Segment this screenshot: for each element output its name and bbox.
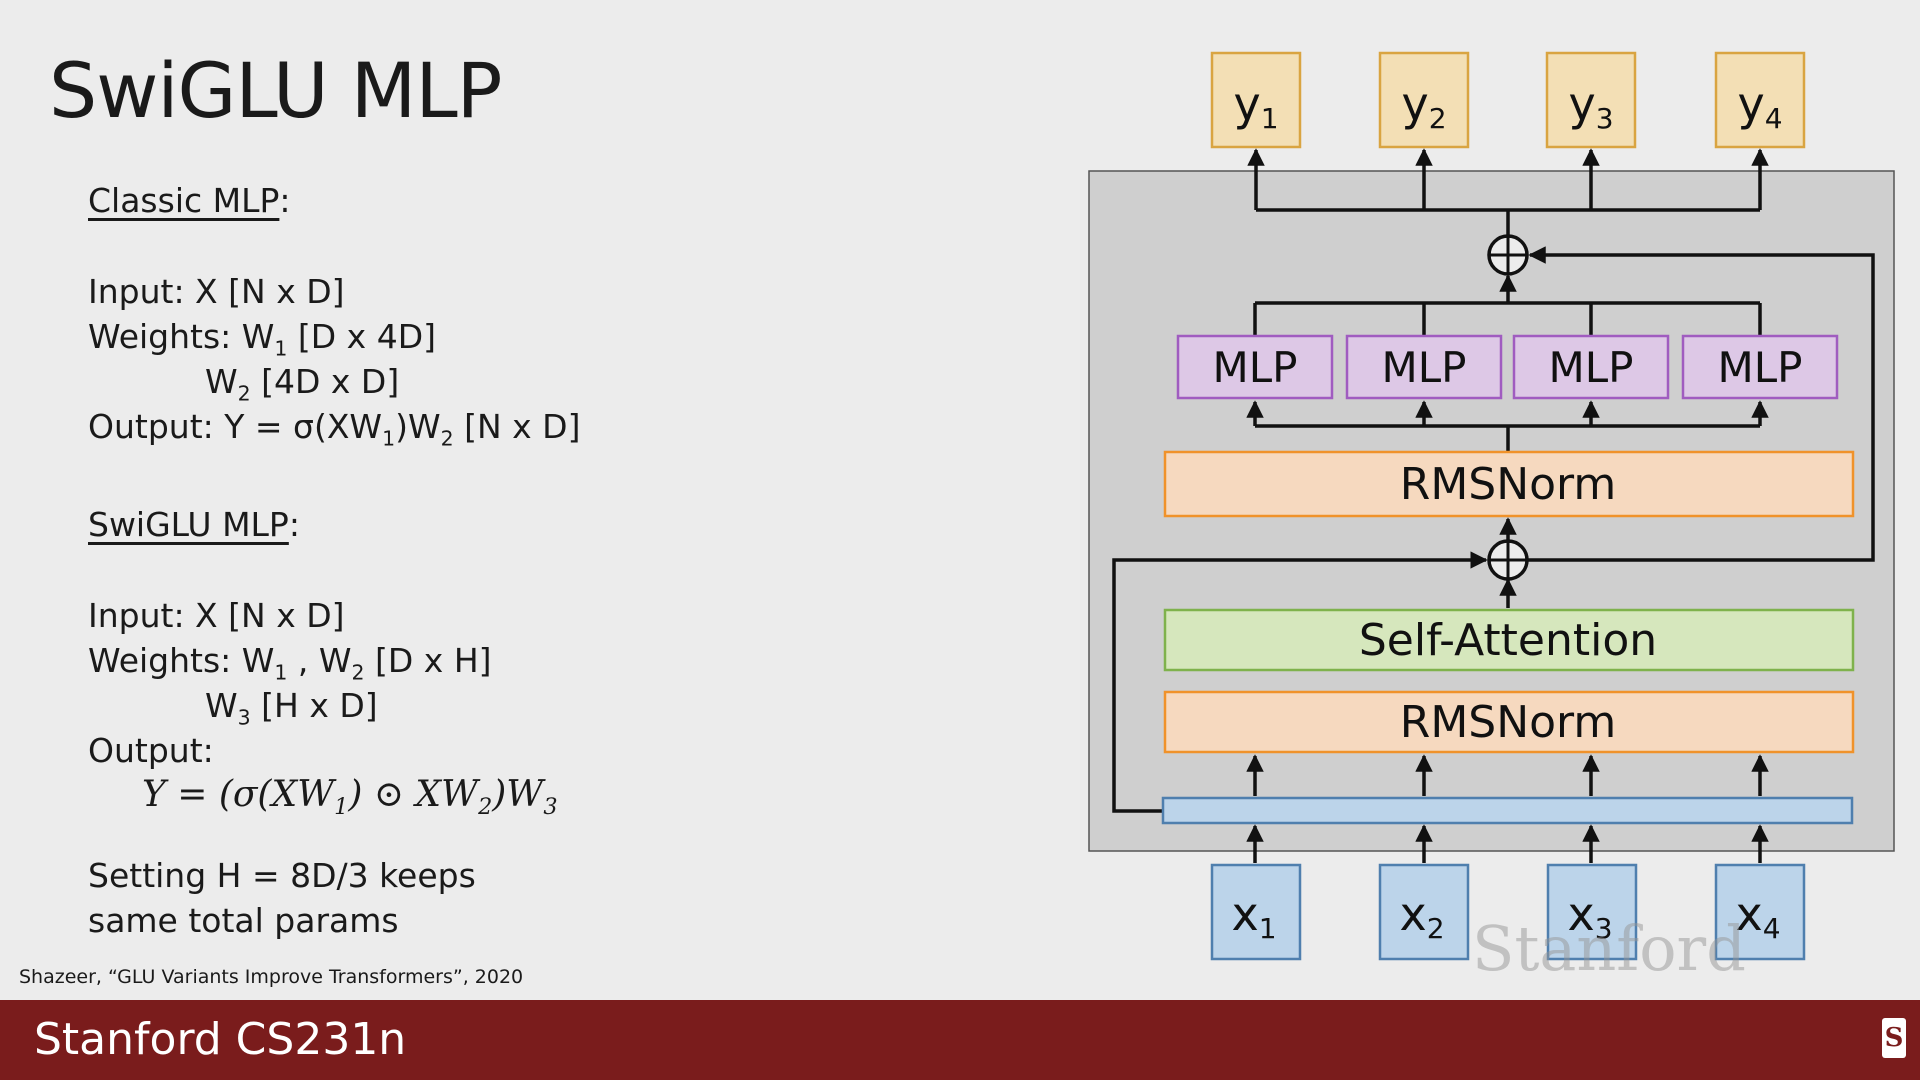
swiglu-mlp-heading-line: SwiGLU MLP:	[88, 505, 300, 544]
svg-text:RMSNorm: RMSNorm	[1400, 697, 1616, 748]
stanford-logo-icon: S	[1882, 1018, 1906, 1058]
swiglu-w3: W3 [H x D]	[205, 686, 378, 730]
svg-text:MLP: MLP	[1382, 343, 1467, 392]
transformer-block-diagram: y1 y2 y3 y4	[1088, 51, 1895, 961]
classic-output: Output: Y = σ(XW1)W2 [N x D]	[88, 407, 581, 451]
output-y2: y2	[1378, 51, 1470, 149]
svg-text:x2: x2	[1399, 887, 1444, 945]
residual-add-top	[1487, 234, 1529, 276]
svg-text:x4: x4	[1735, 887, 1780, 945]
svg-text:y4: y4	[1737, 77, 1782, 135]
swiglu-note-line1: Setting H = 8D/3 keeps	[88, 856, 476, 895]
mlp-box-2: MLP	[1345, 334, 1503, 400]
svg-text:MLP: MLP	[1718, 343, 1803, 392]
classic-mlp-heading-line: Classic MLP:	[88, 181, 291, 220]
output-connections	[1247, 148, 1769, 236]
output-y3: y3	[1545, 51, 1637, 149]
svg-text:x3: x3	[1567, 887, 1612, 945]
footer-bar: Stanford CS231n S	[0, 1000, 1920, 1080]
swiglu-weights: Weights: W1 , W2 [D x H]	[88, 641, 492, 685]
mlp-box-1: MLP	[1176, 334, 1334, 400]
svg-text:x1: x1	[1231, 887, 1276, 945]
mlp-box-3: MLP	[1512, 334, 1670, 400]
output-y4: y4	[1714, 51, 1806, 149]
self-attention: Self-Attention	[1163, 608, 1855, 672]
classic-mlp-heading: Classic MLP	[88, 181, 280, 220]
swiglu-mlp-heading: SwiGLU MLP	[88, 505, 289, 544]
svg-text:y2: y2	[1401, 77, 1446, 135]
citation: Shazeer, “GLU Variants Improve Transform…	[19, 966, 524, 988]
swiglu-formula: Y = (σ(XW1) ⊙ XW2)W3	[142, 774, 558, 821]
stanford-watermark: Stanford	[1472, 912, 1746, 985]
svg-text:Self-Attention: Self-Attention	[1359, 615, 1657, 666]
rmsnorm-top: RMSNorm	[1163, 450, 1855, 518]
svg-text:MLP: MLP	[1213, 343, 1298, 392]
classic-weights: Weights: W1 [D x 4D]	[88, 317, 436, 361]
input-connections	[1246, 754, 1769, 863]
swiglu-output-label: Output:	[88, 731, 214, 770]
input-x1: x1	[1210, 863, 1302, 961]
output-y1: y1	[1210, 51, 1302, 149]
swiglu-input: Input: X [N x D]	[88, 596, 345, 635]
residual-add-middle	[1487, 539, 1529, 581]
slide: SwiGLU MLP Classic MLP: Input: X [N x D]…	[19, 46, 1895, 988]
swiglu-note-line2: same total params	[88, 901, 399, 940]
embedding-bar	[1161, 796, 1854, 825]
mlp-box-4: MLP	[1681, 334, 1839, 400]
input-x2: x2	[1378, 863, 1470, 961]
svg-text:y3: y3	[1568, 77, 1613, 135]
rmsnorm-bottom: RMSNorm	[1163, 690, 1855, 754]
input-x4: x4	[1714, 863, 1806, 961]
svg-text:RMSNorm: RMSNorm	[1400, 459, 1616, 510]
classic-w2: W2 [4D x D]	[205, 362, 400, 406]
residual-connections	[1112, 246, 1875, 813]
footer-title: Stanford CS231n	[34, 1014, 407, 1065]
slide-title: SwiGLU MLP	[49, 46, 502, 135]
mlp-connections	[1246, 274, 1769, 452]
classic-input: Input: X [N x D]	[88, 272, 345, 311]
input-x3: x3	[1546, 863, 1638, 961]
svg-text:MLP: MLP	[1549, 343, 1634, 392]
svg-text:y1: y1	[1233, 77, 1278, 135]
